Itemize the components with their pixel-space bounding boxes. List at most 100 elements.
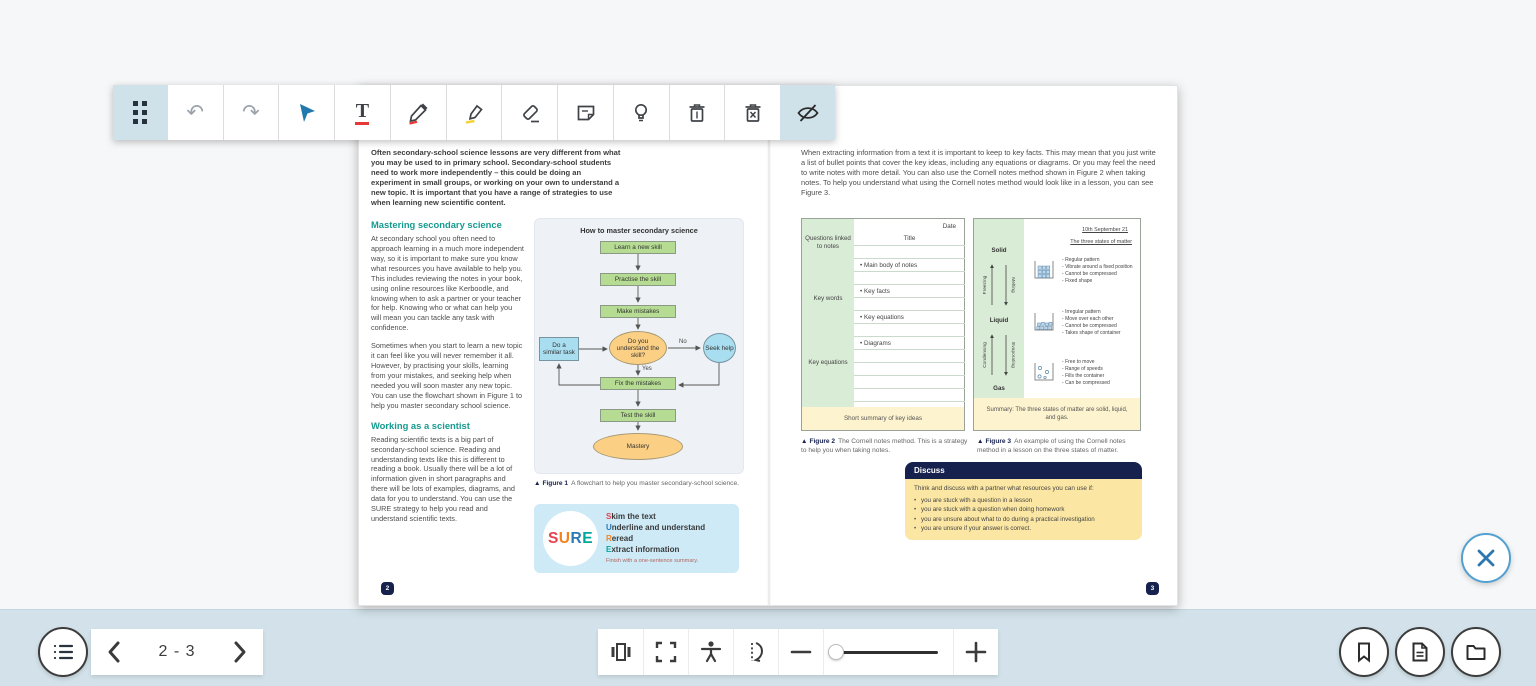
discuss-title: Discuss [905,462,1142,479]
flowchart-decision: Do you understand the skill? [609,331,667,365]
zoom-slider-knob[interactable] [828,643,844,660]
flowchart-title: How to master secondary science [580,226,698,235]
eraser-tool-button[interactable] [501,85,557,140]
zoom-slider-track[interactable] [828,643,938,660]
lightbulb-icon [635,103,648,121]
paragraph: At secondary school you often need to ap… [371,234,524,333]
sure-lines: Skim the text Underline and understand R… [606,511,736,564]
cornell-bullet: Diagrams [860,340,891,347]
zoom-in-button[interactable] [953,629,998,675]
close-button[interactable] [1461,533,1511,583]
delete-annotation-button[interactable] [668,85,725,140]
eraser-icon [522,104,539,122]
undo-button[interactable]: ↶ [168,85,223,140]
chevron-left-icon [108,641,120,663]
text-tool-button[interactable]: T [334,85,390,140]
gas-notes: Free to moveRange of speeds Fills the co… [1062,359,1140,387]
figure3-caption: Figure 3An example of using the Cornell … [977,438,1145,456]
paragraph: Sometimes when you start to learn a new … [371,341,523,410]
cornell-side-column [802,219,854,408]
figure-marker-icon [977,438,985,445]
paragraph: Reading scientific texts is a big part o… [371,434,515,524]
figure3-cornell-example: 10th September 21 The three states of ma… [973,218,1141,431]
cornell-bullet: Key facts [860,288,890,295]
cornell-side-column [974,219,1024,399]
toolbar-drag-handle[interactable] [113,85,168,140]
pencil-tool-button[interactable] [389,85,446,140]
figure1-caption-text: A flowchart to help you master secondary… [571,480,739,487]
figure1-caption: Figure 1A flowchart to help you master s… [534,480,752,489]
flowchart-figure1: How to master secondary science Learn a … [534,218,744,474]
figure2-label: Figure 2 [809,438,836,445]
redo-button[interactable]: ↷ [222,85,279,140]
view-toolbar [598,629,998,675]
delete-all-annotations-button[interactable] [724,85,780,140]
solid-notes: Regular patternVibrate around a fixed po… [1062,257,1138,285]
page-number-right: 3 [1145,581,1160,596]
resources-button[interactable] [1451,627,1501,677]
hide-annotations-button[interactable] [780,85,835,140]
liquid-particles-icon [1034,313,1054,331]
liquid-notes: Irregular patternMove over each other Ca… [1062,309,1140,337]
right-intro-paragraph: When extracting information from a text … [801,148,1156,198]
cornell-bullet: Key equations [860,314,904,321]
discuss-intro: Think and discuss with a partner what re… [914,485,1094,492]
section-heading-working: Working as a scientist [371,419,470,431]
zoom-out-button[interactable] [778,629,823,675]
table-of-contents-button[interactable] [38,627,88,677]
flowchart-node-learn: Learn a new skill [600,241,676,254]
bookmarks-button[interactable] [1339,627,1389,677]
accessibility-button[interactable] [688,629,733,675]
page-peel-button[interactable] [733,629,778,675]
sure-line-underline: Underline and understand [606,523,706,533]
thumbnail-view-button[interactable] [598,629,643,675]
flowchart-label-yes: Yes [642,366,652,372]
flowchart-node-seek-help: Seek help [703,333,736,363]
highlighter-icon [465,104,483,124]
pointer-icon [299,103,315,122]
transition-melting: Melting [1010,277,1016,293]
fullscreen-button[interactable] [643,629,688,675]
page-range-label: 2 - 3 [158,643,196,660]
notes-summary-band: Summary: The three states of matter are … [974,398,1140,430]
flowchart-node-mastery: Mastery [593,433,683,460]
contents-list-icon [53,644,74,660]
previous-page-button[interactable] [105,639,123,665]
page-spine [767,86,771,605]
cornell-date-label: Date [942,223,956,230]
notes-date: 10th September 21 [1082,227,1128,233]
figure2-cornell-template: Date Title Questions linked to notes Key… [801,218,965,431]
discuss-box: Discuss Think and discuss with a partner… [905,462,1142,541]
fullscreen-icon [655,641,677,663]
annotation-toolbar: ↶ ↷ T [113,85,835,140]
figure2-caption-text: The Cornell notes method. This is a stra… [801,438,968,454]
cornell-title-label: Title [903,235,916,242]
zoom-slider[interactable] [823,629,953,675]
next-page-button[interactable] [231,639,249,665]
transition-freezing: Freezing [982,275,988,294]
flowchart-node-fix: Fix the mistakes [600,377,676,390]
page-peel-icon [751,642,763,662]
left-intro-paragraph: Often secondary-school science lessons a… [371,148,621,208]
plus-icon [965,641,987,663]
note-tool-button[interactable] [557,85,613,140]
page-right: When extracting information from a text … [769,86,1179,607]
hint-button[interactable] [612,85,669,140]
book-spread: Often secondary-school science lessons a… [358,85,1178,606]
flowchart-node-mistakes: Make mistakes [600,305,676,318]
left-text-column: Mastering secondary science At secondary… [371,219,524,532]
sure-letter-e: E [582,529,594,547]
trash-icon [689,103,705,122]
discuss-bullet: you are stuck with a question when doing… [914,505,1133,515]
pointer-tool-button[interactable] [278,85,334,140]
sticky-note-icon [577,105,594,120]
flowchart-node-similar-task: Do a similar task [539,337,579,361]
highlighter-tool-button[interactable] [445,85,502,140]
undo-icon: ↶ [186,101,204,124]
state-label-liquid: Liquid [989,317,1009,324]
figure-marker-icon [534,480,542,487]
notes-button[interactable] [1395,627,1445,677]
